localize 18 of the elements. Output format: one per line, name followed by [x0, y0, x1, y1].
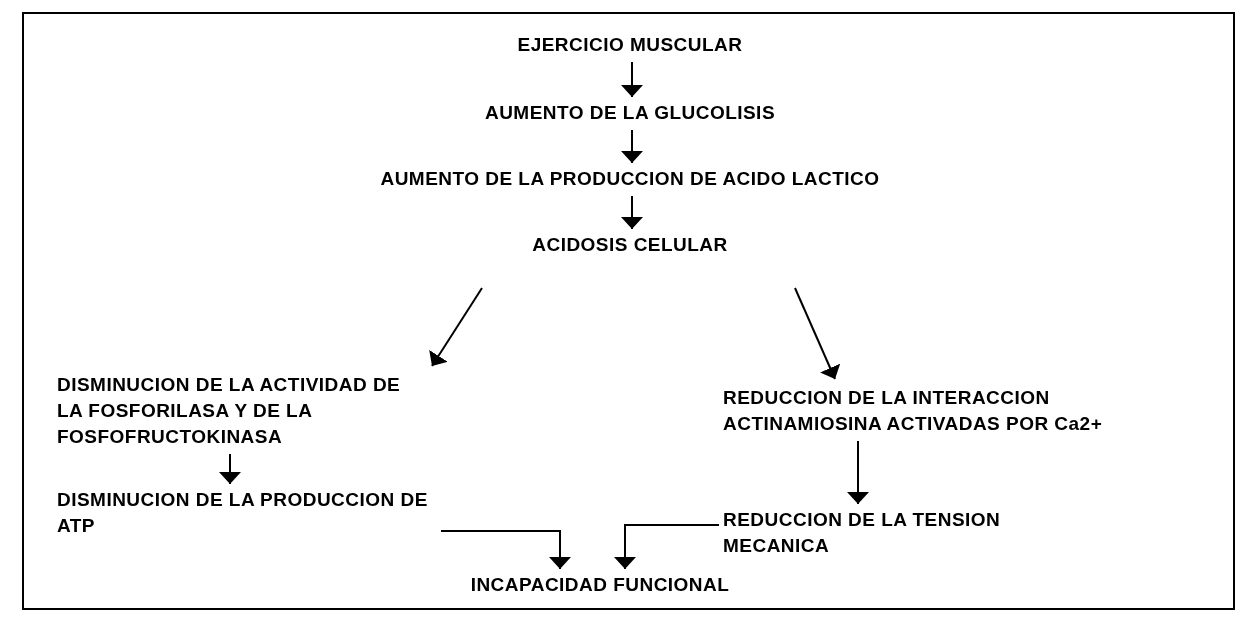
step-text: DISMINUCION DE LA PRODUCCION DE ATP [57, 487, 437, 539]
arrow [621, 129, 643, 164]
arrow [440, 530, 571, 570]
step-text: AUMENTO DE LA GLUCOLISIS [380, 100, 880, 126]
step-text: EJERCICIO MUSCULAR [430, 32, 830, 58]
arrow [847, 440, 869, 505]
arrow [614, 524, 720, 570]
arrow [219, 453, 241, 485]
step-text: INCAPACIDAD FUNCIONAL [400, 572, 800, 598]
arrow [621, 195, 643, 230]
step-text: AUMENTO DE LA PRODUCCION DE ACIDO LACTICO [250, 166, 1010, 192]
step-text: REDUCCION DE LA TENSION MECANICA [723, 507, 1023, 559]
arrow [429, 287, 483, 367]
arrow [621, 61, 643, 98]
step-text: DISMINUCION DE LA ACTIVIDAD DE LA FOSFORILASA Y DE LA FOSFOFRUCTOKINASA [57, 372, 427, 450]
arrow [794, 287, 841, 380]
step-text: ACIDOSIS CELULAR [430, 232, 830, 258]
step-text: REDUCCION DE LA INTERACCION ACTINAMIOSINA ACTIVADAS POR Ca2+ [723, 385, 1103, 437]
